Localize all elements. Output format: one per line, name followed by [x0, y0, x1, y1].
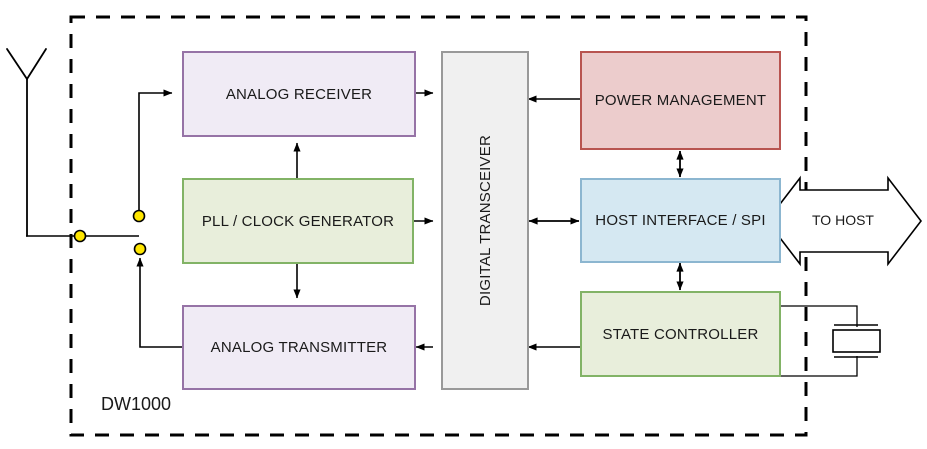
chip-name-label: DW1000: [101, 394, 172, 414]
antenna-icon: [6, 48, 47, 237]
block-label-state-controller: STATE CONTROLLER: [602, 325, 759, 343]
block-label-pll-clock-generator: PLL / CLOCK GENERATOR: [201, 212, 395, 230]
block-label-power-management: POWER MANAGEMENT: [594, 92, 767, 109]
switch-common-node: [73, 229, 87, 243]
block-analog-transmitter[interactable]: ANALOG TRANSMITTER: [182, 305, 416, 390]
block-power-management[interactable]: POWER MANAGEMENT: [580, 51, 781, 150]
crystal-oscillator-icon: [832, 324, 881, 358]
switch-rx-terminal-node: [132, 209, 146, 223]
crystal-wiring: [780, 305, 858, 377]
to-host-label: TO HOST: [812, 212, 874, 228]
block-label-analog-receiver: ANALOG RECEIVER: [225, 85, 373, 103]
tx-path-wire: [136, 257, 182, 348]
rx-path-wire: [138, 89, 173, 214]
block-state-controller[interactable]: STATE CONTROLLER: [580, 291, 781, 377]
block-label-host-interface: HOST INTERFACE / SPI: [595, 212, 766, 229]
block-host-interface[interactable]: HOST INTERFACE / SPI: [580, 178, 781, 263]
block-digital-transceiver[interactable]: DIGITAL TRANSCEIVER: [441, 51, 529, 390]
switch-tx-terminal-node: [133, 242, 147, 256]
block-analog-receiver[interactable]: ANALOG RECEIVER: [182, 51, 416, 137]
block-label-analog-transmitter: ANALOG TRANSMITTER: [210, 339, 388, 356]
block-pll-clock-generator[interactable]: PLL / CLOCK GENERATOR: [182, 178, 414, 264]
block-label-digital-transceiver: DIGITAL TRANSCEIVER: [476, 134, 494, 307]
